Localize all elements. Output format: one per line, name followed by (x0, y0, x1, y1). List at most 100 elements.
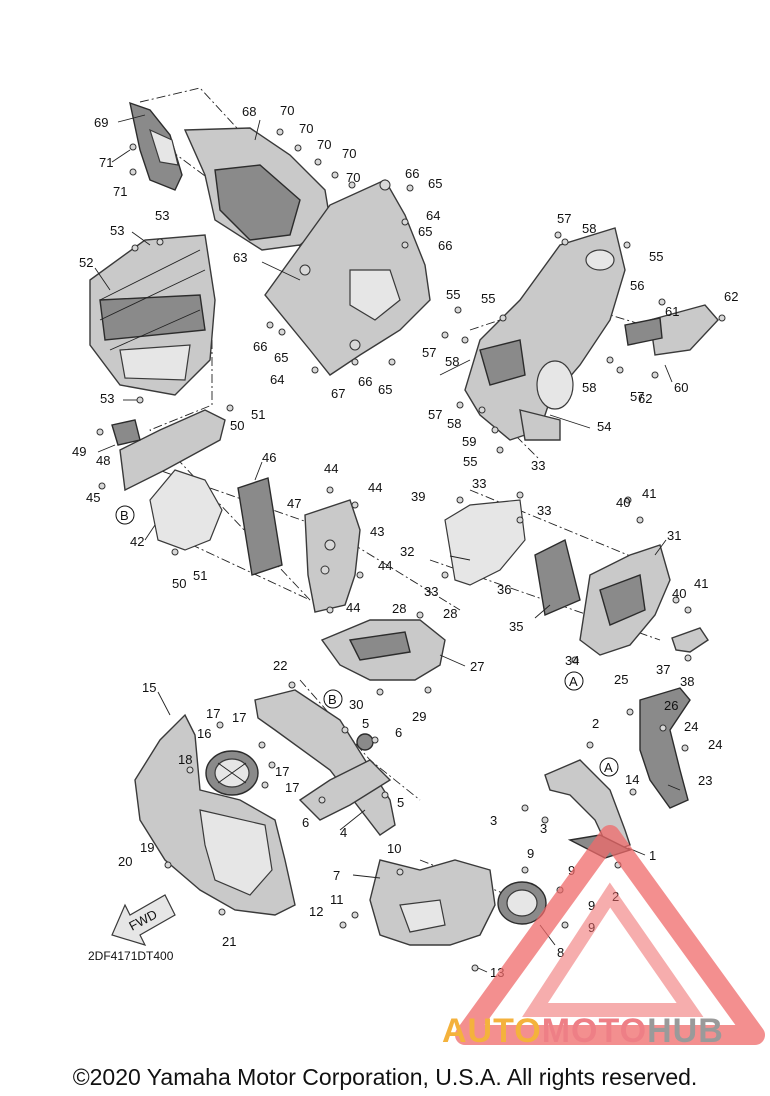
callout-29: 29 (412, 709, 426, 724)
callout-58-b: 58 (445, 354, 459, 369)
part-4-frame-bar (254, 689, 396, 836)
callout-25: 25 (614, 672, 628, 687)
callout-39: 39 (411, 489, 425, 504)
callout-63: 63 (233, 250, 247, 265)
callout-55-b: 55 (446, 287, 460, 302)
part-27-center-cover (320, 619, 446, 681)
callout-58-d: 58 (447, 416, 461, 431)
callout-44-b: 44 (368, 480, 382, 495)
watermark-logo-icon (455, 825, 765, 1045)
callout-62: 62 (724, 289, 738, 304)
callout-16: 16 (197, 726, 211, 741)
callout-11: 11 (330, 892, 344, 907)
callout-12: 12 (309, 904, 323, 919)
part-43-duct (304, 499, 361, 613)
callout-65: 65 (428, 176, 442, 191)
callout-5-b: 5 (397, 795, 404, 810)
part-68-panel (183, 127, 331, 251)
callout-47: 47 (287, 496, 301, 511)
callout-58: 58 (582, 221, 596, 236)
callout-24: 24 (684, 719, 698, 734)
callout-9-c: 9 (588, 898, 595, 913)
callout-35: 35 (509, 619, 523, 634)
callout-42: 42 (130, 534, 144, 549)
part-48-bracket (111, 409, 226, 492)
callout-65-d: 65 (378, 382, 392, 397)
callout-57-d: 57 (428, 407, 442, 422)
callout-71-b: 71 (113, 184, 127, 199)
callout-28-b: 28 (443, 606, 457, 621)
callout-4: 4 (340, 825, 347, 840)
callout-7: 7 (333, 868, 340, 883)
diagram-code: 2DF4171DT400 (88, 949, 174, 963)
callout-24-b: 24 (708, 737, 722, 752)
callout-62-b: 62 (638, 391, 652, 406)
callout-60: 60 (674, 380, 688, 395)
callout-64-b: 64 (270, 372, 284, 387)
callout-70-e: 70 (346, 170, 360, 185)
callout-36: 36 (497, 582, 511, 597)
callout-6: 6 (395, 725, 402, 740)
callout-6-b: 6 (302, 815, 309, 830)
callout-27: 27 (470, 659, 484, 674)
callout-33: 33 (531, 458, 545, 473)
callout-50: 50 (230, 418, 244, 433)
callout-17-c: 17 (275, 764, 289, 779)
callout-71: 71 (99, 155, 113, 170)
fasteners (96, 128, 726, 972)
callout-9: 9 (527, 846, 534, 861)
callout-53-c: 53 (100, 391, 114, 406)
part-8-fog-lamp (497, 881, 547, 925)
callout-2: 2 (592, 716, 599, 731)
callout-40-b: 40 (672, 586, 686, 601)
part-35-pad (534, 538, 581, 616)
callout-65-c: 65 (274, 350, 288, 365)
callout-66-c: 66 (253, 339, 267, 354)
callout-20: 20 (118, 854, 132, 869)
part-69-bracket (129, 101, 183, 191)
callout-56: 56 (630, 278, 644, 293)
callout-5: 5 (362, 716, 369, 731)
callout-66: 66 (405, 166, 419, 181)
callout-33-c: 33 (537, 503, 551, 518)
callout-53-b: 53 (155, 208, 169, 223)
callout-51-b: 51 (193, 568, 207, 583)
callout-labels: 1 2 2 3 3 4 5 5 6 6 7 8 9 9 9 9 10 11 12… (72, 103, 738, 980)
callout-48: 48 (96, 453, 110, 468)
part-63-inner-panel (264, 179, 431, 376)
callout-17: 17 (206, 706, 220, 721)
callout-70: 70 (280, 103, 294, 118)
callout-57: 57 (557, 211, 571, 226)
brand-hub: HUB (647, 1012, 724, 1050)
callout-70-b: 70 (299, 121, 313, 136)
callout-55: 55 (649, 249, 663, 264)
reference-markers: B B A A (115, 505, 619, 777)
callout-57-c: 57 (630, 389, 644, 404)
ref-marker-b-left: B (120, 508, 129, 523)
callout-22: 22 (273, 658, 287, 673)
callout-26: 26 (664, 698, 678, 713)
callout-50-b: 50 (172, 576, 186, 591)
part-16-fog-lamp (205, 750, 259, 796)
callout-54: 54 (597, 419, 611, 434)
callout-51: 51 (251, 407, 265, 422)
callout-44: 44 (324, 461, 338, 476)
callout-40: 40 (616, 495, 630, 510)
callout-15: 15 (142, 680, 156, 695)
callout-3-b: 3 (540, 821, 547, 836)
callout-44-d: 44 (346, 600, 360, 615)
callout-17-d: 17 (285, 780, 299, 795)
part-46-pad (237, 477, 283, 576)
callout-55-d: 55 (463, 454, 477, 469)
callout-55-c: 55 (481, 291, 495, 306)
callout-30: 30 (349, 697, 363, 712)
callout-10: 10 (387, 841, 401, 856)
callout-38: 38 (680, 674, 694, 689)
callout-52: 52 (79, 255, 93, 270)
callout-28: 28 (392, 601, 406, 616)
callout-33-b: 33 (472, 476, 486, 491)
callout-32: 32 (400, 544, 414, 559)
callout-64: 64 (426, 208, 440, 223)
callout-9-b: 9 (568, 863, 575, 878)
